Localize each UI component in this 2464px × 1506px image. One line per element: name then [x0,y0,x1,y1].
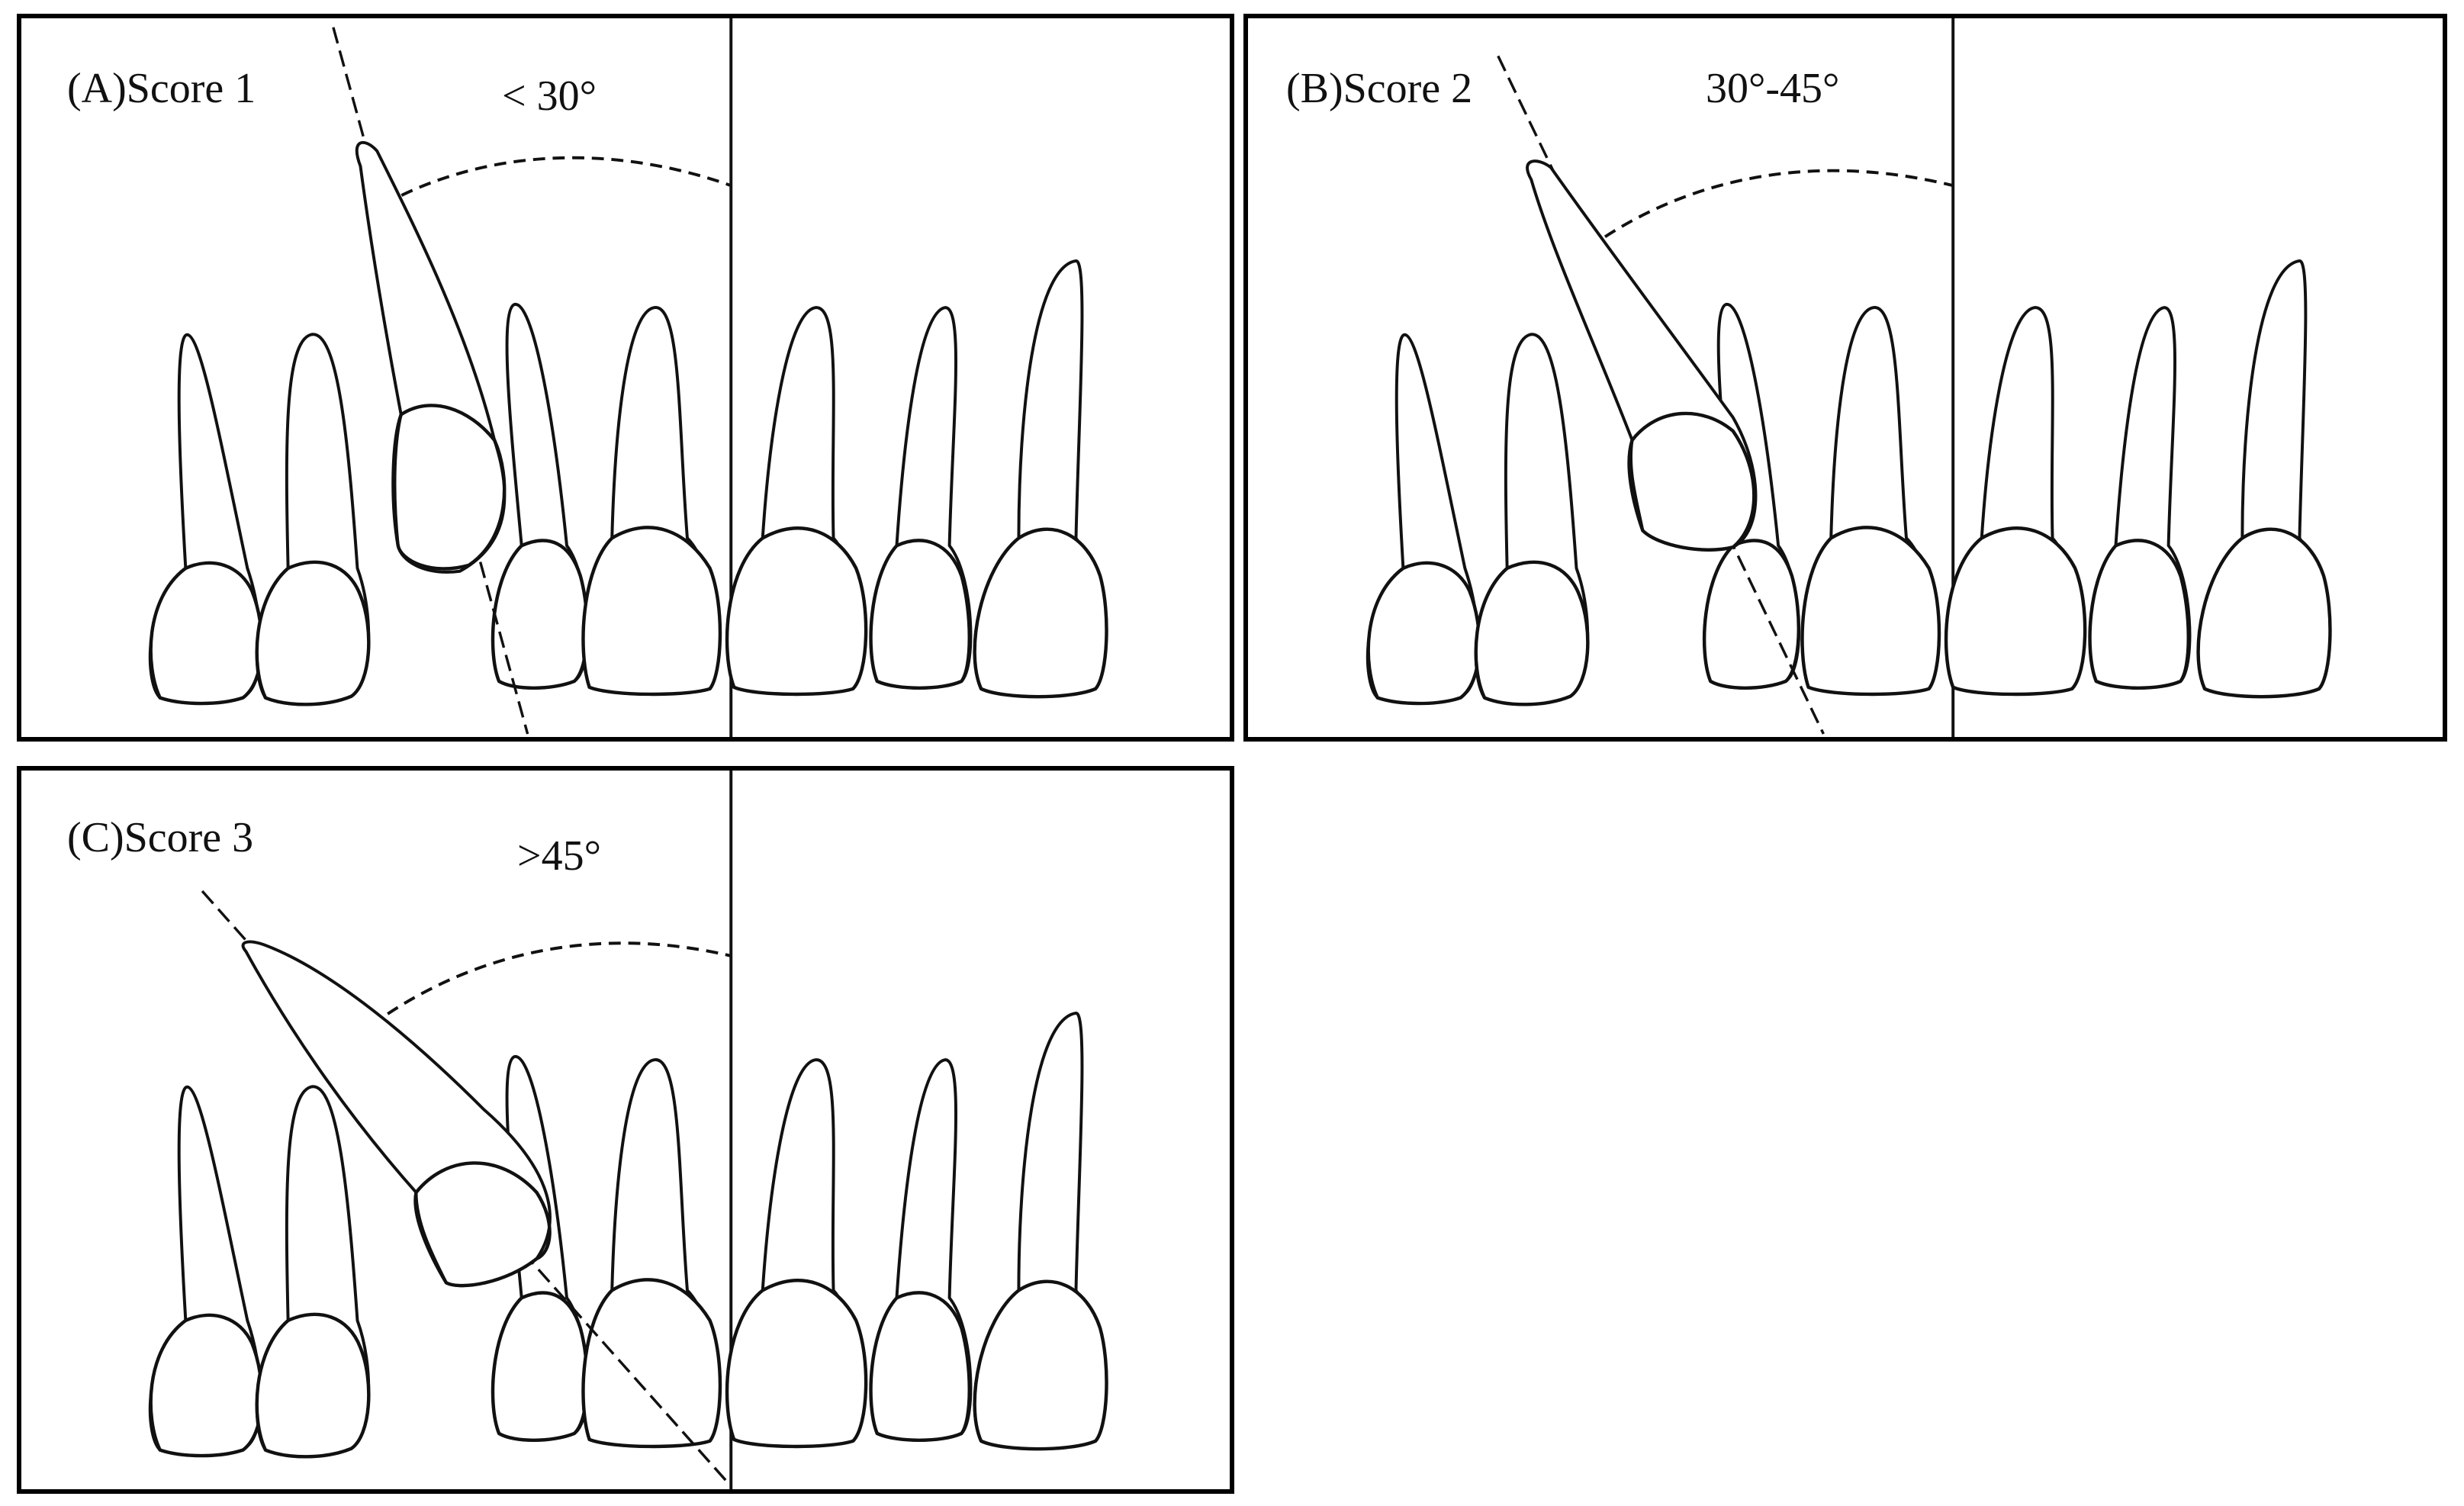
score-label: (A)Score 1 [67,65,256,112]
tooth-right-3 [973,259,1108,699]
tooth-left-1 [148,333,264,706]
tooth-left-4 [581,1058,722,1449]
tooth-right-3 [2196,259,2332,699]
tooth-right-1 [725,1058,868,1449]
tooth-right-1 [725,306,868,697]
tooth-left-4 [1800,306,1941,697]
tooth-right-1 [1944,306,2087,697]
dentition-diagram [148,18,1108,737]
panel-score-1: (A)Score 1 < 30° [17,14,1234,742]
tooth-left-4 [581,306,722,697]
dentition-diagram [1365,18,2332,737]
angle-arc [339,941,732,1051]
score-label: (B)Score 2 [1286,65,1473,112]
panel-score-3: (C)Score 3 >45° [17,766,1234,1494]
impacted-canine [241,940,552,1288]
tooth-right-2 [869,1058,973,1442]
tooth-left-2 [1474,333,1590,706]
tooth-left-2 [255,1085,371,1459]
score-label: (C)Score 3 [67,814,254,861]
impacted-canine [1526,159,1758,552]
tooth-left-1 [1365,333,1481,706]
tooth-left-2 [255,333,371,706]
tooth-right-3 [973,1011,1108,1451]
dentition-diagram [148,771,1108,1489]
angle-arc [366,156,732,216]
angle-label: 30°-45° [1706,65,1840,112]
tooth-left-1 [148,1085,264,1458]
tooth-right-2 [869,306,973,690]
angle-arc [1604,169,1954,239]
impacted-canine [355,140,507,574]
angle-label: >45° [517,832,601,880]
angle-label: < 30° [502,72,597,120]
tooth-left-3 [491,303,589,690]
tooth-right-2 [2088,306,2192,690]
panel-score-2: (B)Score 2 30°-45° [1243,14,2447,742]
